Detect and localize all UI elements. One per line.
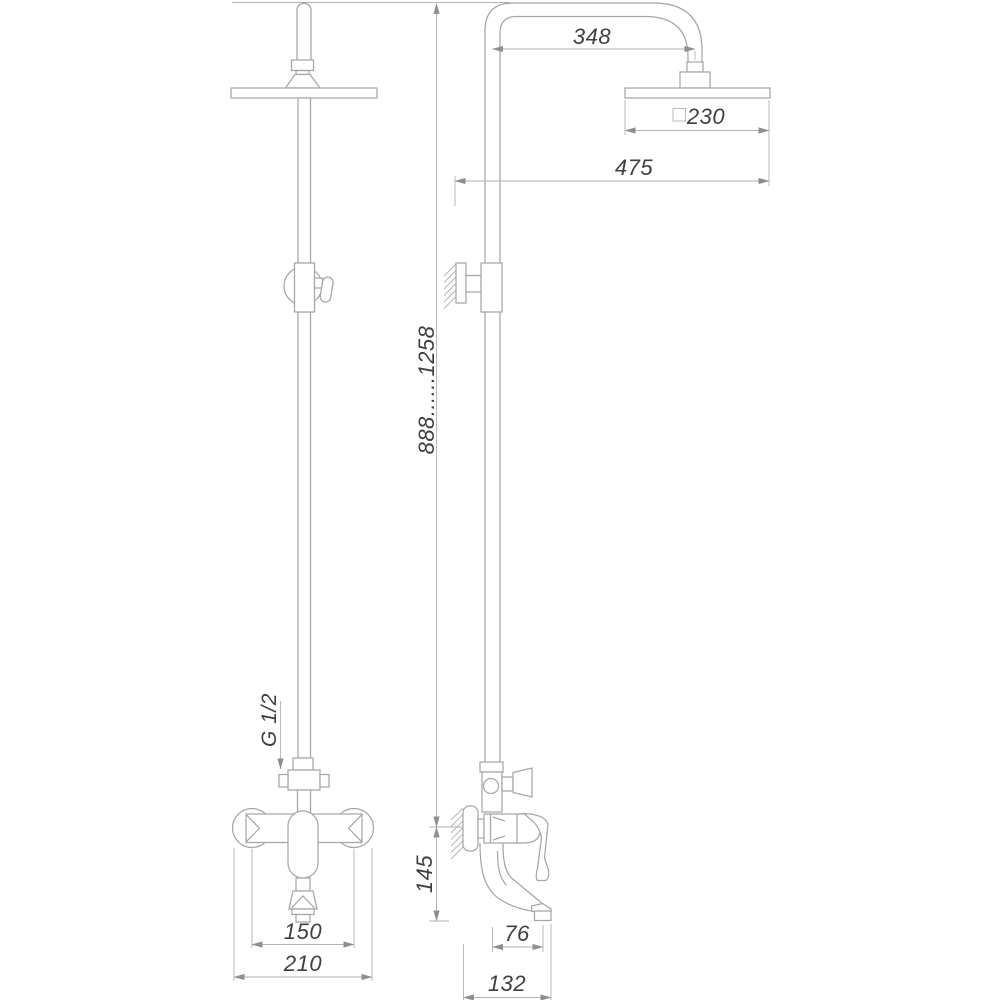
connector-collar (292, 757, 314, 771)
tub-spout (479, 842, 552, 922)
spout-outer-edge (479, 842, 533, 912)
bracket-arm (465, 274, 482, 293)
spout-aerator-front (295, 913, 311, 923)
wall-hatching-lower (450, 807, 464, 860)
riser-pipe-side (484, 312, 501, 762)
gooseneck-inner (499, 15, 689, 263)
diverter-handle-knob (512, 767, 533, 798)
dim-body-width: 210 (233, 848, 373, 981)
shower-head-plate (230, 87, 378, 99)
dim-height-range: 888......1258 (414, 3, 462, 828)
front-view (230, 2, 378, 923)
spout-aerator-side (533, 910, 552, 922)
dim-connection-spacing: 150 (251, 849, 355, 948)
dim-arm-projection: 348 (492, 24, 696, 60)
dim-arm-projection-label: 348 (573, 24, 611, 49)
slider-block-side (480, 262, 503, 313)
dim-thread: G 1/2 (258, 693, 284, 770)
dim-spout-offset-label: 76 (504, 921, 530, 946)
riser-pipe-front (297, 97, 312, 759)
dim-spout-offset: 76 (492, 921, 544, 952)
body-bevel-left (245, 814, 261, 843)
dim-overall-projection-label: 475 (615, 155, 653, 180)
square-symbol-icon (672, 108, 686, 122)
dimensions: 348 230 475 888......1258 145 G 1/2 (233, 3, 770, 1000)
head-nut (290, 59, 315, 72)
wall-flange-side (462, 805, 479, 852)
connector-body (287, 769, 321, 791)
dim-spout-projection: 132 (463, 924, 552, 1000)
spout-flare (288, 890, 318, 910)
diverter-handle-stem (501, 776, 514, 792)
connector-down-pipe (296, 789, 312, 815)
dim-overall-projection: 475 (454, 155, 770, 206)
gooseneck-outer (484, 2, 703, 263)
head-nut-side (686, 61, 704, 73)
dim-spout-projection-label: 132 (488, 971, 526, 996)
spout-neck (295, 877, 311, 892)
head-ball-joint (284, 73, 322, 89)
shower-head-plate-side (624, 87, 771, 99)
head-ball-joint-side (679, 71, 711, 89)
inlet-connector-front (278, 757, 330, 815)
diverter-port (482, 777, 500, 795)
riser-lower (297, 311, 312, 759)
diverter-collar (479, 761, 504, 773)
dim-thread-label: G 1/2 (258, 693, 281, 747)
dim-body-width-label: 210 (283, 951, 322, 976)
shower-head-front (230, 2, 378, 99)
bracket-wall-plate (455, 262, 467, 304)
wall-bracket-side (443, 262, 503, 313)
slider-lock-lever (319, 276, 334, 303)
flange-connector (477, 818, 485, 839)
dim-head-size: 230 (624, 100, 770, 186)
gooseneck-arm (484, 2, 771, 263)
mixer-body-side (483, 813, 521, 844)
side-view (443, 2, 771, 922)
spout-inner-edge (502, 842, 544, 905)
connector-nub-left (278, 773, 289, 788)
dim-head-size-label: 230 (686, 104, 725, 129)
dim-height-range-label: 888......1258 (414, 325, 439, 454)
riser-upper (297, 97, 312, 264)
spout-foot (291, 908, 315, 916)
mixer-front (231, 807, 375, 923)
mixer-cartridge-capsule (287, 810, 319, 879)
head-inlet-pipe (296, 2, 312, 60)
mixer-side (450, 805, 552, 922)
wall-hatching-upper (443, 263, 457, 309)
dim-connection-spacing-label: 150 (284, 919, 322, 944)
slider-block (293, 262, 316, 313)
dim-spout-drop: 145 (412, 826, 449, 922)
spout-tip (530, 902, 552, 913)
body-bevel-right (347, 814, 363, 843)
mixer-lever (522, 812, 550, 882)
spout-cone-lines (291, 895, 315, 909)
spout-detail-line (496, 850, 507, 886)
connector-nub-right (319, 773, 330, 788)
diverter-side (479, 761, 533, 813)
dim-spout-drop-label: 145 (412, 855, 437, 893)
slider-bracket-front (283, 262, 334, 313)
